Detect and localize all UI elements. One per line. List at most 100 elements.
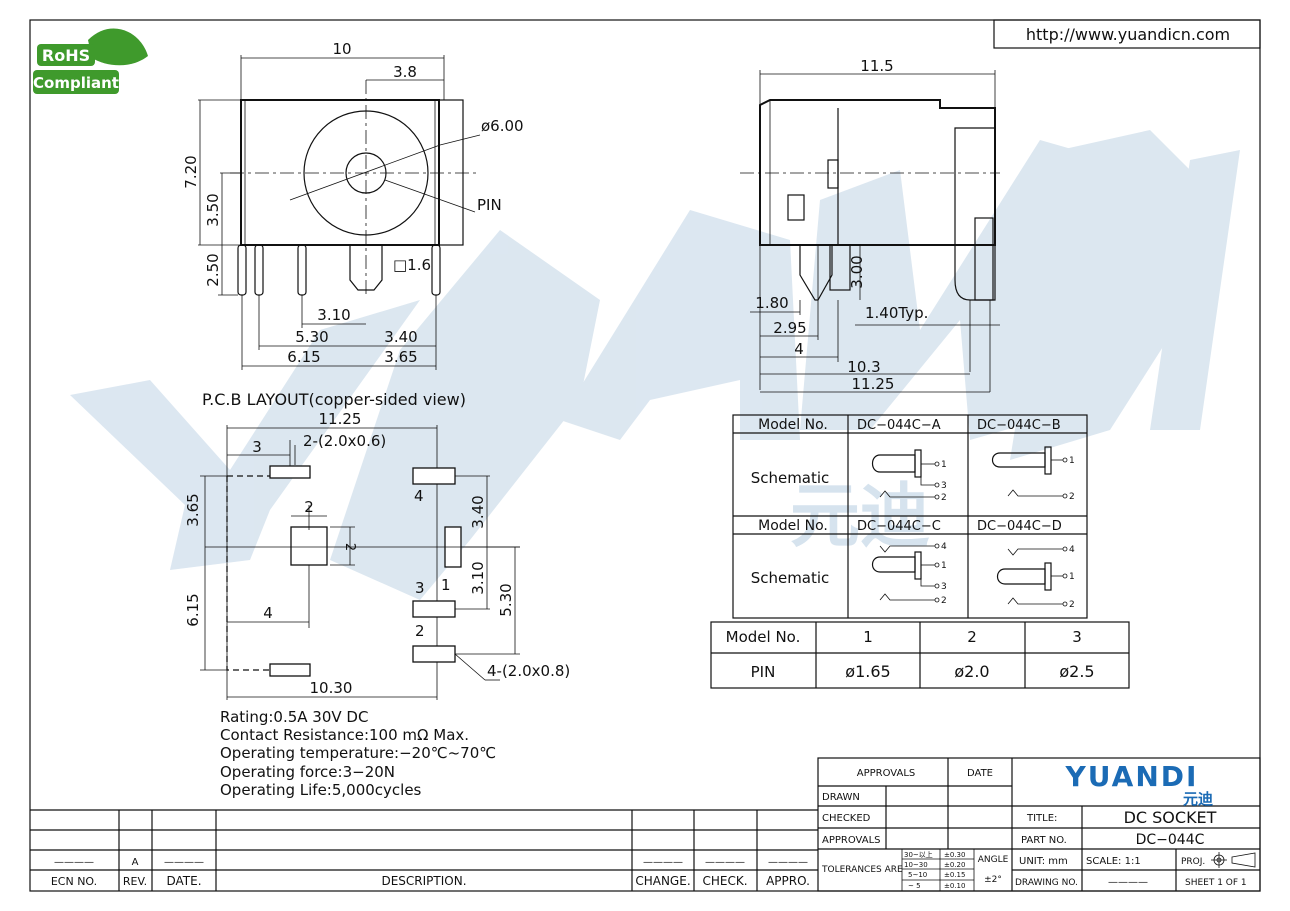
tb-approvals2: APPROVALS [822,835,881,846]
sch-d-pin1: 1 [1069,572,1075,582]
url-box [993,19,1261,49]
pin-table-h2: 2 [967,628,977,646]
sch-model-b: DC−044C−B [977,418,1061,433]
sch-d-pin4: 4 [1069,545,1075,555]
dim-530: 5.30 [295,328,328,346]
spec-force: Operating force:3−20N [220,763,395,781]
sch-b-pin2: 2 [1069,492,1075,502]
pin-table: Model No. 1 2 3 PIN ø1.65 ø2.0 ø2.5 [710,621,1130,689]
pcb-dim-1125: 11.25 [319,410,362,428]
dim-diameter: ø6.00 [481,117,524,135]
rev-appro-blank: ———— [768,857,808,868]
schematic-c-icon: 4 1 3 2 [871,542,947,606]
front-body [240,99,440,246]
side-dim-top: 11.5 [860,57,893,75]
rev-date: DATE. [166,874,201,888]
side-view: 11.5 3.00 1.80 1.40Typ. 2.95 4 10.3 11.2… [740,57,1000,393]
pcb-slot-small: 2-(2.0x0.6) [303,432,386,450]
spec-rating: Rating:0.5A 30V DC [220,708,368,726]
spec-life: Operating Life:5,000cycles [220,781,422,799]
pcb-dim-365: 3.65 [184,493,202,526]
schematic-a-icon: 1 3 2 [871,449,947,503]
tb-tol-range-3: 5~10 [908,871,927,879]
pcb-dim-1030: 10.30 [310,679,353,697]
tb-part-value: DC−044C [1136,832,1205,848]
rev-appro: APPRO. [766,874,810,888]
tb-approvals: APPROVALS [857,768,916,779]
sch-c-pin1: 1 [941,561,947,571]
sch-model-label-1: Model No. [758,417,828,433]
tb-checked: CHECKED [822,813,871,824]
sch-label-2: Schematic [751,569,830,587]
pcb-center-pad [290,526,328,566]
dim-square-pin: □1.6 [393,256,431,274]
pcb-pad-label-1: 1 [441,576,451,594]
sch-c-pin4: 4 [941,542,947,552]
pin-table-row-label: PIN [751,663,776,681]
side-dim-300: 3.00 [848,255,866,288]
pcb-dim-310: 3.10 [469,561,487,594]
tb-tol-value-1: ±0.30 [944,851,965,859]
sheet-border [29,19,1261,892]
tb-part-label: PART NO. [1021,835,1067,846]
rev-change: CHANGE. [635,874,690,888]
spec-temperature: Operating temperature:−20℃~70℃ [220,744,496,762]
schematic-d-icon: 4 1 2 [996,545,1075,610]
schematic-table: Model No. Model No. Schematic Schematic … [732,414,1088,619]
tb-tol-range-2: 10~30 [904,861,928,869]
tb-date: DATE [967,768,993,779]
sch-label-1: Schematic [751,469,830,487]
side-dim-4: 4 [794,340,804,358]
dim-310: 3.10 [317,306,350,324]
pin-table-v1: ø1.65 [845,662,890,681]
pin-table-h1: 1 [863,628,873,646]
rohs-title: RoHS [42,46,90,65]
pin-table-model-label: Model No. [726,628,801,646]
dim-340: 3.40 [384,328,417,346]
pcb-pad-label-4: 4 [414,487,424,505]
pcb-title: P.C.B LAYOUT(copper-sided view) [202,390,466,409]
pcb-dim-340: 3.40 [469,495,487,528]
schematic-b-icon: 1 2 [991,446,1075,502]
front-view: ø6.00 PIN □1.6 10 3.8 7.20 3.50 2.50 [182,40,524,370]
specs: Rating:0.5A 30V DC Contact Resistance:10… [220,708,496,799]
rohs-logo: RoHS Compliant [33,28,148,94]
sch-a-pin1: 1 [941,460,947,470]
sch-c-pin3: 3 [941,582,947,592]
pcb-dim-615: 6.15 [184,593,202,626]
side-dim-140: 1.40Typ. [865,304,928,322]
sch-d-pin2: 2 [1069,600,1075,610]
pcb-dim-530: 5.30 [497,583,515,616]
pin-table-v2: ø2.0 [954,662,989,681]
sch-a-pin2: 2 [941,493,947,503]
projection-icon [1211,852,1256,868]
side-dim-295: 2.95 [773,319,806,337]
pcb-slot-bottom-left [269,663,311,677]
tb-tol-range-1: 30~以上 [904,850,933,859]
dim-height: 7.20 [182,155,200,188]
pcb-slot-top-left [269,465,311,479]
pcb-dim-4: 4 [263,604,273,622]
pcb-pad-2 [412,645,456,663]
tb-drawn: DRAWN [822,792,860,803]
rohs-subtitle: Compliant [33,74,119,92]
tb-tolerances: TOLERANCES ARE [821,865,903,875]
tb-drawing-no-value: ———— [1108,877,1148,888]
pcb-pad-label-2: 2 [415,622,425,640]
pin-table-v3: ø2.5 [1059,662,1094,681]
tb-proj: PROJ. [1181,857,1205,867]
sch-model-c: DC−044C−C [857,519,941,534]
pcb-dim-2a: 2 [304,498,314,516]
rev-rev: REV. [123,875,147,888]
tb-brand-cn: 元迪 [1183,790,1213,808]
leaf-icon [88,28,148,66]
rev-ecn-blank: ———— [54,857,94,868]
rev-change-blank: ———— [643,857,683,868]
tb-tol-value-3: ±0.15 [944,871,965,879]
dim-615: 6.15 [287,348,320,366]
rev-check-blank: ———— [705,857,745,868]
sch-a-pin3: 3 [941,481,947,491]
header-url[interactable]: http://www.yuandicn.com [1026,25,1230,44]
dim-365: 3.65 [384,348,417,366]
pcb-pad-label-3: 3 [415,579,425,597]
